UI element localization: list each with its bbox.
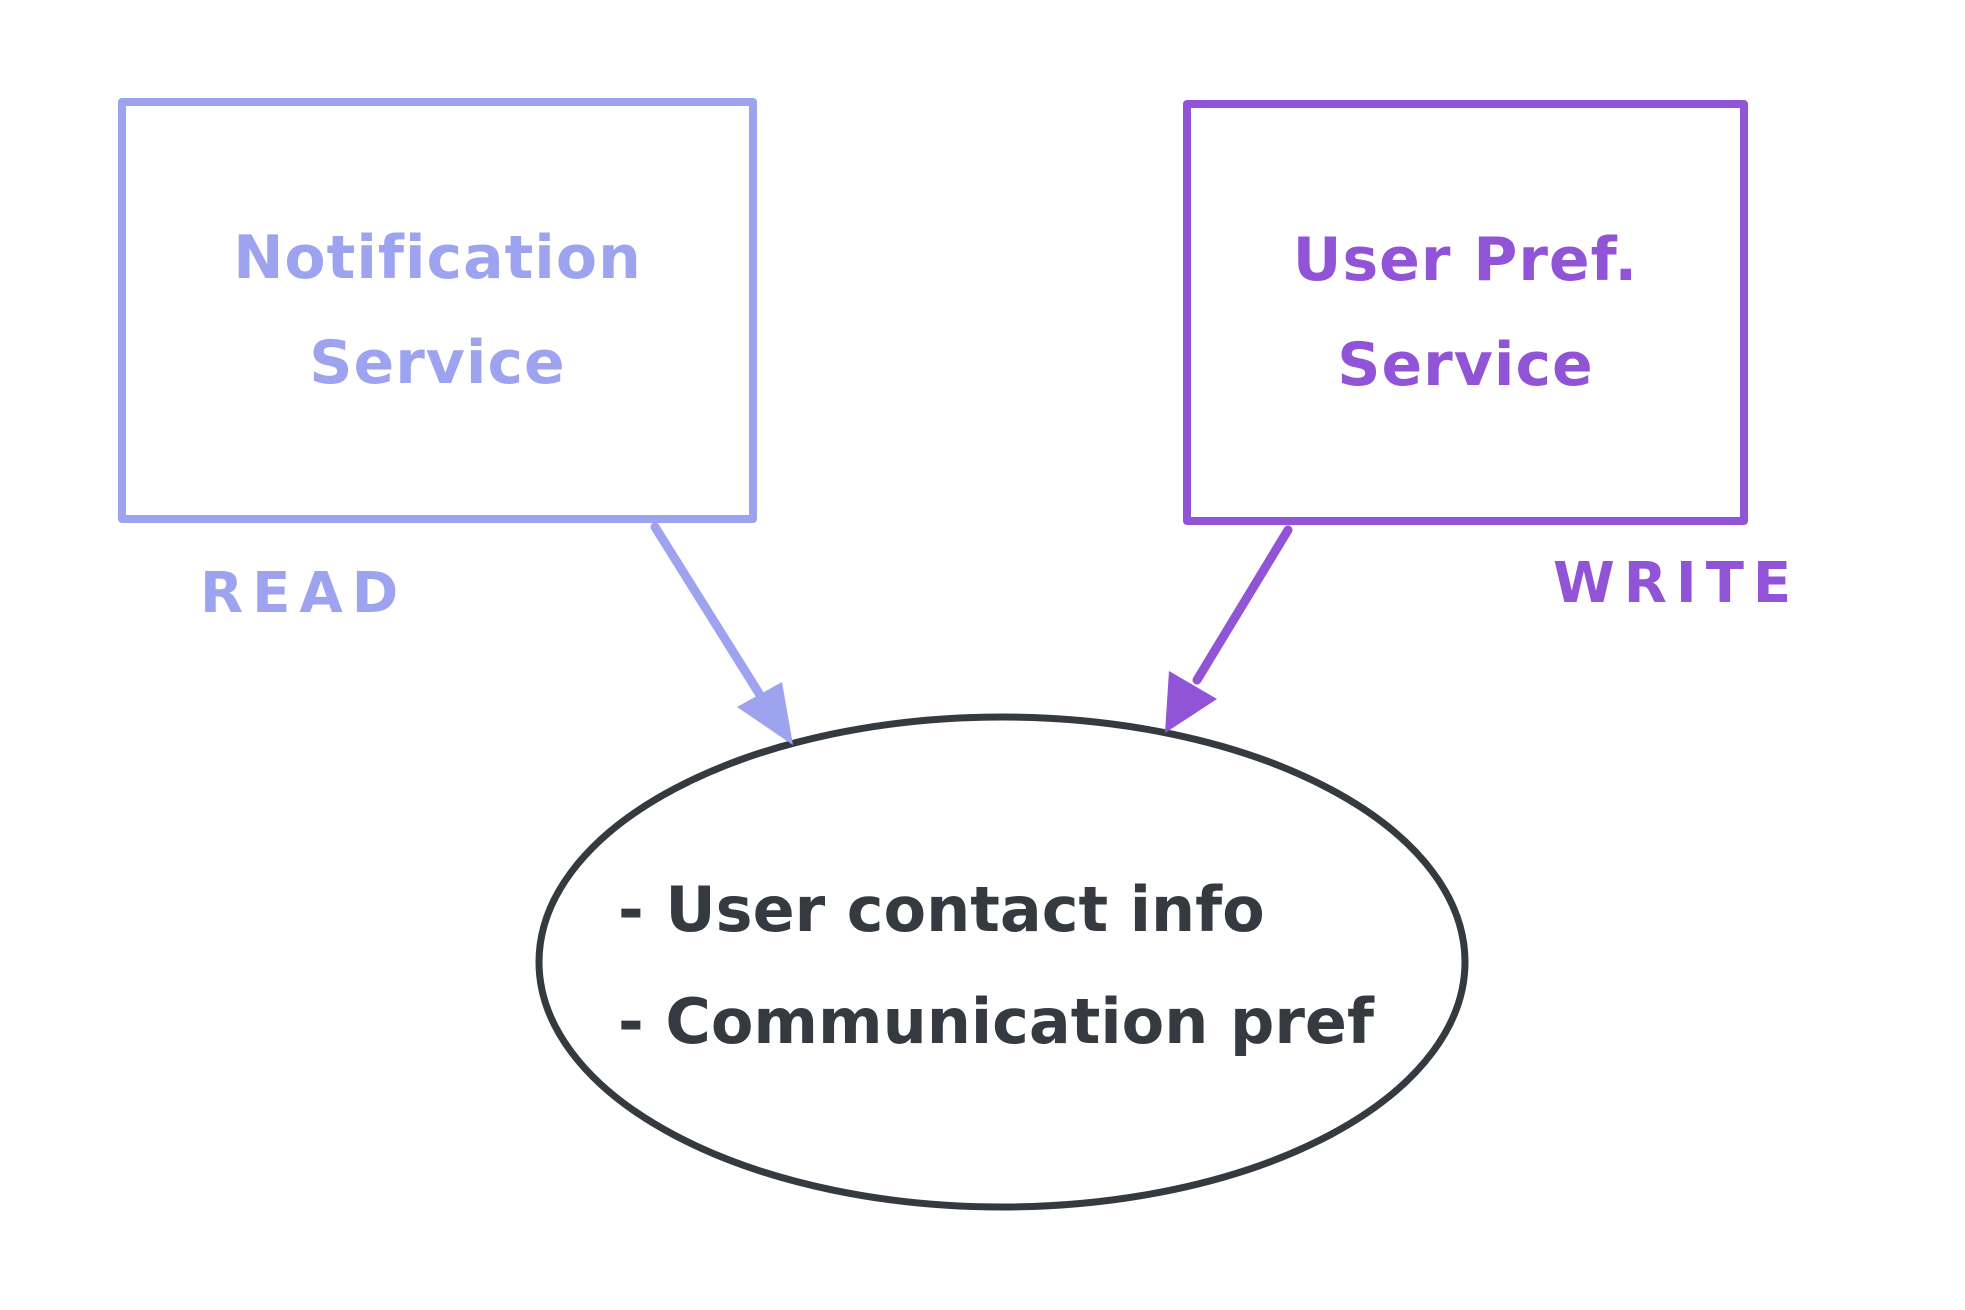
- arrow-user-pref-to-datastore[interactable]: [1165, 525, 1293, 733]
- read-label: READ: [200, 561, 408, 626]
- node-notification-service[interactable]: Notification Service: [118, 98, 757, 523]
- datastore-item-user-contact-info: - User contact info: [618, 873, 1265, 946]
- datastore-item-communication-pref: - Communication pref: [618, 985, 1374, 1058]
- datastore-ellipse[interactable]: [535, 713, 1469, 1211]
- arrow-shaft: [1192, 525, 1293, 685]
- arrow-head: [737, 682, 793, 745]
- arrow-head: [1165, 671, 1217, 733]
- write-label: WRITE: [1553, 551, 1801, 616]
- notification-service-label: Notification Service: [233, 222, 642, 398]
- datastore-items: - User contact info - Communication pref: [618, 854, 1374, 1078]
- node-user-pref-service[interactable]: User Pref. Service: [1183, 100, 1748, 525]
- arrow-shaft: [650, 522, 765, 700]
- user-pref-service-label: User Pref. Service: [1292, 224, 1639, 400]
- arrow-notification-to-datastore[interactable]: [650, 522, 793, 745]
